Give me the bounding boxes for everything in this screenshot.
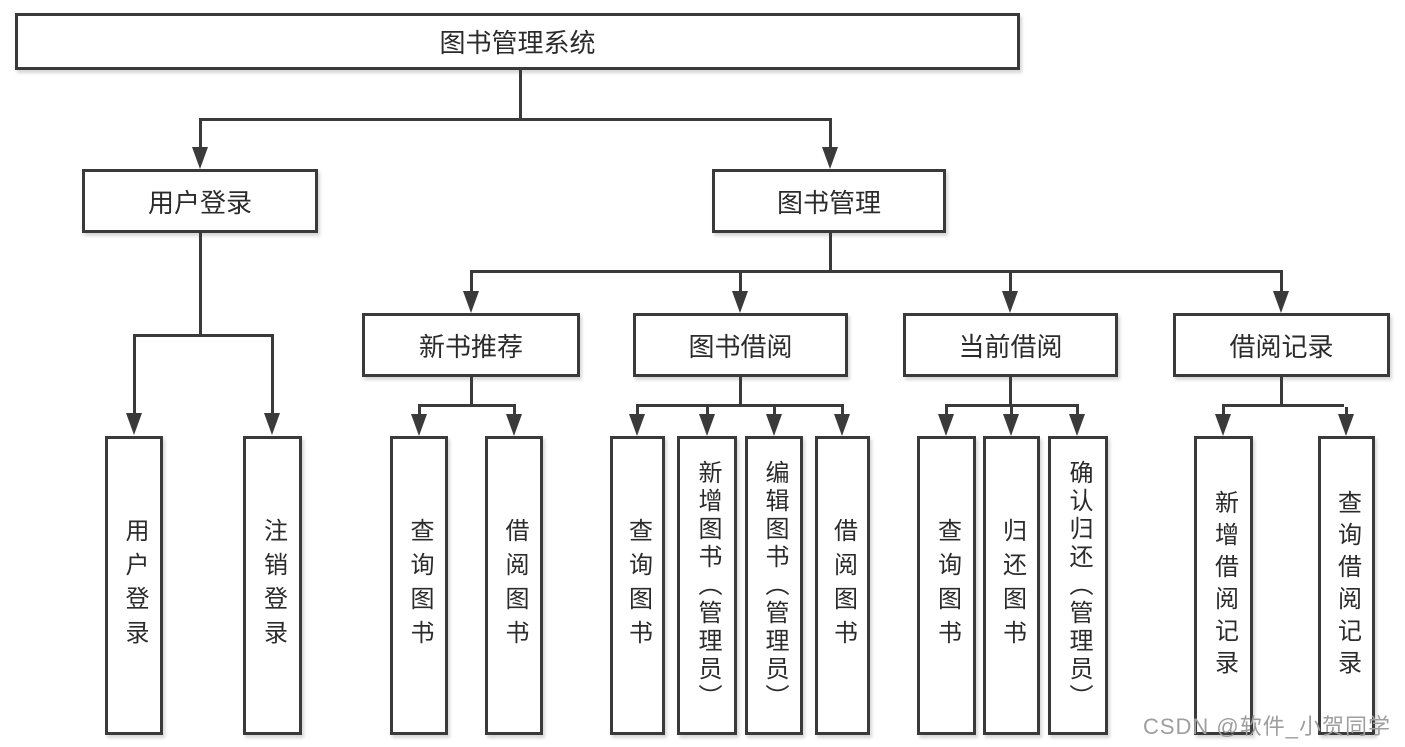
node-user-login: 用户登录 (82, 169, 318, 233)
connector-line (738, 273, 742, 293)
node-root: 图书管理系统 (15, 13, 1020, 70)
arrowhead-icon (506, 414, 522, 436)
leaf-edit-book-admin: 编辑图书（管理员） (745, 436, 803, 735)
arrowhead-icon (938, 414, 954, 436)
arrowhead-icon (629, 414, 645, 436)
connector-line (1280, 377, 1283, 407)
connector-line (417, 407, 421, 416)
connector-line (1279, 273, 1283, 293)
connector-line (469, 273, 473, 293)
leaf-confirm-return-admin: 确认归还（管理员） (1048, 436, 1108, 735)
leaf-borrow-books-borrowing: 借阅图书 (815, 436, 870, 735)
connector-line (840, 407, 844, 416)
connector-line (1009, 377, 1012, 407)
node-new-book-recommend: 新书推荐 (362, 313, 580, 377)
connector-line (132, 334, 274, 337)
arrowhead-icon (411, 414, 427, 436)
connector-line (944, 404, 1079, 407)
connector-line (1008, 273, 1012, 293)
arrowhead-icon (1069, 414, 1085, 436)
leaf-query-books-borrowing: 查询图书 (610, 436, 665, 735)
arrowhead-icon (732, 291, 748, 313)
node-borrowing-records: 借阅记录 (1173, 313, 1390, 377)
arrowhead-icon (1003, 414, 1019, 436)
connector-line (828, 233, 832, 273)
leaf-query-books-current: 查询图书 (917, 436, 976, 735)
arrowhead-icon (1215, 414, 1231, 436)
arrowhead-icon (463, 291, 479, 313)
arrowhead-icon (834, 414, 850, 436)
leaf-user-login: 用户登录 (105, 436, 163, 735)
connector-line (1221, 404, 1344, 407)
connector-line (469, 377, 473, 407)
leaf-add-borrow-record: 新增借阅记录 (1194, 436, 1253, 735)
arrowhead-icon (192, 147, 208, 169)
node-current-borrowing: 当前借阅 (903, 313, 1118, 377)
leaf-borrow-books-recommend: 借阅图书 (485, 436, 543, 735)
connector-line (198, 233, 202, 337)
leaf-query-books-recommend: 查询图书 (390, 436, 448, 735)
arrowhead-icon (126, 413, 142, 435)
connector-line (1009, 407, 1013, 416)
leaf-return-books: 归还图书 (983, 436, 1040, 735)
arrowhead-icon (264, 413, 280, 435)
leaf-logout: 注销登录 (243, 436, 302, 735)
connector-line (469, 270, 1283, 273)
connector-line (828, 121, 832, 149)
node-book-borrowing: 图书借阅 (633, 313, 848, 377)
arrowhead-icon (822, 147, 838, 169)
connector-line (198, 118, 832, 121)
connector-line (772, 407, 776, 416)
connector-line (705, 407, 709, 416)
arrowhead-icon (1002, 291, 1018, 313)
connector-line (270, 337, 274, 415)
leaf-add-book-admin: 新增图书（管理员） (677, 436, 737, 735)
arrowhead-icon (699, 414, 715, 436)
watermark: CSDN @软件_小贺同学 (1142, 714, 1391, 739)
connector-line (132, 337, 136, 415)
connector-line (1221, 407, 1225, 416)
connector-line (417, 404, 516, 407)
connector-line (739, 377, 742, 407)
arrowhead-icon (766, 414, 782, 436)
connector-line (635, 404, 844, 407)
connector-line (518, 70, 522, 120)
arrowhead-icon (1273, 291, 1289, 313)
connector-line (635, 407, 639, 416)
connector-line (512, 407, 516, 416)
connector-line (1344, 407, 1348, 416)
connector-line (944, 407, 948, 416)
arrowhead-icon (1338, 414, 1354, 436)
node-book-management: 图书管理 (712, 169, 946, 233)
connector-line (1075, 407, 1079, 416)
connector-line (198, 121, 202, 149)
leaf-query-borrow-record: 查询借阅记录 (1318, 436, 1375, 735)
